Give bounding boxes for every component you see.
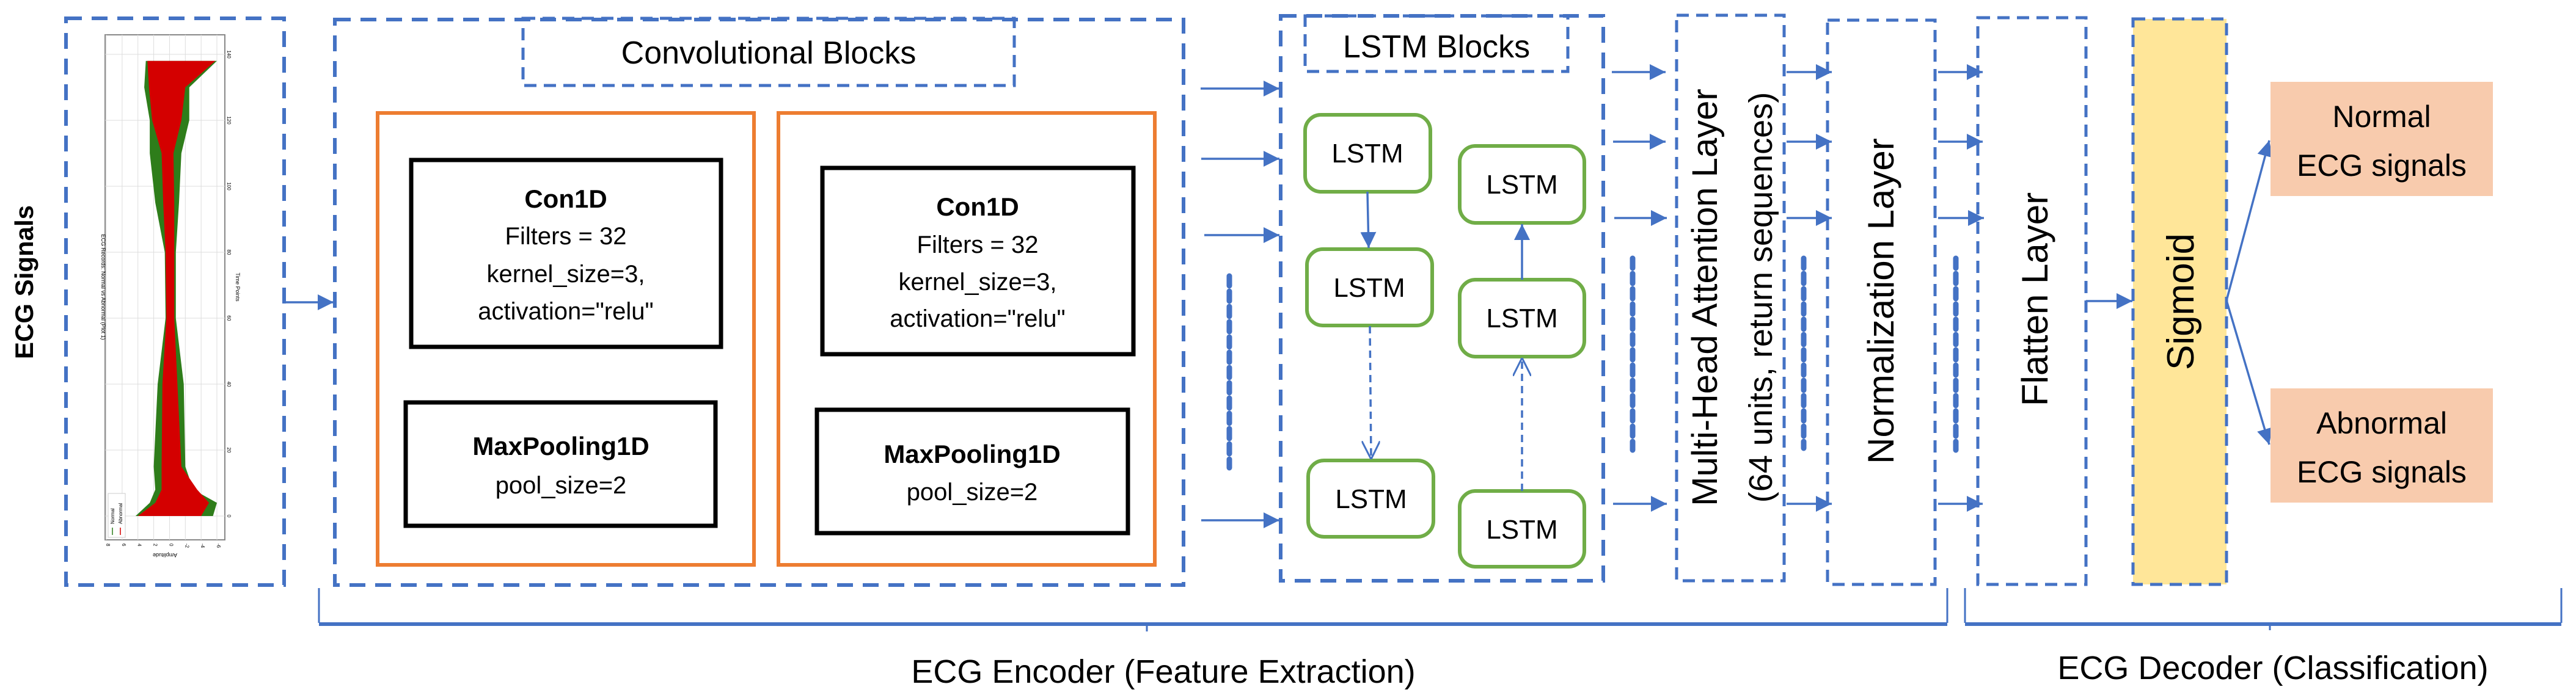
attention-layer-box xyxy=(1675,13,1786,583)
conv-blocks-title: Convolutional Blocks xyxy=(621,35,917,71)
sigmoid-label: Sigmoid xyxy=(2160,233,2202,370)
arrow-to-abnormal xyxy=(2225,300,2273,445)
lstm-cell: LSTM xyxy=(1458,144,1586,225)
con1d-activation: activation="relu" xyxy=(890,305,1065,332)
plot-legend: Normal Abnormal xyxy=(108,493,126,538)
lstm-blocks-title-box xyxy=(1303,14,1570,73)
flatten-layer-label: Flatten Layer xyxy=(2014,192,2055,406)
amplitude-tick-label: -4 xyxy=(200,543,205,548)
lstm-cell: LSTM xyxy=(1458,278,1586,358)
maxpool-size: pool_size=2 xyxy=(907,479,1038,506)
lstm-cell-label: LSTM xyxy=(1335,484,1407,514)
lstm-cell-label: LSTM xyxy=(1333,273,1405,303)
amplitude-tick-label: 0 xyxy=(168,543,174,547)
lstm-cell: LSTM xyxy=(1458,489,1586,569)
arrows-norm-to-flatten xyxy=(1938,64,1984,512)
conv-blocks-title-box xyxy=(521,16,1016,87)
lstm-cell: LSTM xyxy=(1306,459,1435,539)
encoder-brace xyxy=(318,588,1948,631)
con1d-kernel: kernel_size=3, xyxy=(486,261,645,288)
maxpool-title: MaxPooling1D xyxy=(472,432,649,460)
arrows-lstm-to-attention xyxy=(1612,64,1667,512)
legend-abnormal: Abnormal xyxy=(118,503,123,524)
maxpool-title: MaxPooling1D xyxy=(884,440,1060,468)
time-tick-label: 40 xyxy=(226,382,232,387)
conv-block-1: Con1D Filters = 32 kernel_size=3, activa… xyxy=(376,111,756,567)
time-tick-label: 100 xyxy=(226,182,232,191)
amplitude-tick-label: -2 xyxy=(184,543,189,548)
output-normal-line1: Normal xyxy=(2332,100,2431,134)
amplitude-tick-label: 8 xyxy=(105,543,111,547)
normalization-layer-label: Normalization Layer xyxy=(1861,138,1901,464)
output-abnormal-line1: Abnormal xyxy=(2316,406,2447,440)
con1d-title: Con1D xyxy=(524,184,607,213)
output-abnormal: Abnormal ECG signals xyxy=(2270,388,2493,503)
attention-layer-label: Multi-Head Attention Layer xyxy=(1685,89,1725,506)
amplitude-tick-label: 6 xyxy=(121,543,126,547)
lstm-cell-label: LSTM xyxy=(1486,304,1557,333)
normalization-layer-box xyxy=(1826,18,1937,586)
con1d-filters: Filters = 32 xyxy=(505,223,627,250)
ecg-signals-label: ECG Signals xyxy=(10,205,38,359)
con1d-filters: Filters = 32 xyxy=(917,231,1039,258)
encoder-label: ECG Encoder (Feature Extraction) xyxy=(911,653,1415,690)
arrows-attention-to-norm xyxy=(1787,64,1832,512)
con1d-activation: activation="relu" xyxy=(478,298,653,325)
con1d-box xyxy=(409,158,723,349)
maxpool-box xyxy=(403,400,718,528)
output-normal: Normal ECG signals xyxy=(2270,82,2493,196)
maxpool-size: pool_size=2 xyxy=(496,472,627,499)
abnormal-signal-band xyxy=(137,60,216,517)
con1d-box xyxy=(820,165,1136,357)
amplitude-tick-label: 2 xyxy=(153,543,158,547)
sigmoid-box xyxy=(2131,17,2228,586)
arrow-to-normal xyxy=(2225,140,2273,301)
lstm-cell-label: LSTM xyxy=(1486,170,1557,200)
lstm-cell: LSTM xyxy=(1303,113,1432,194)
decoder-label: ECG Decoder (Classification) xyxy=(2057,650,2488,686)
legend-normal: Normal xyxy=(110,508,115,524)
lstm-cell-label: LSTM xyxy=(1486,515,1557,545)
lstm-cell: LSTM xyxy=(1305,247,1434,327)
time-tick-label: 140 xyxy=(226,50,232,59)
amplitude-tick-label: 4 xyxy=(137,543,142,547)
normal-signal-band xyxy=(135,60,218,517)
arrows-conv-to-lstm xyxy=(1201,81,1279,528)
output-normal-line2: ECG signals xyxy=(2297,148,2467,183)
amplitude-tick-label: -6 xyxy=(216,543,221,548)
plot-xlabel: Time Points xyxy=(235,272,241,302)
time-tick-label: 60 xyxy=(226,316,232,321)
time-tick-label: 80 xyxy=(226,250,232,255)
lstm-blocks-title: LSTM Blocks xyxy=(1343,29,1530,65)
conv-block-2: Con1D Filters = 32 kernel_size=3, activa… xyxy=(777,111,1157,567)
attention-layer-params: (64 units, return sequences) xyxy=(1743,92,1779,503)
time-tick-label: 0 xyxy=(226,515,232,518)
lstm-cell-label: LSTM xyxy=(1331,139,1403,169)
con1d-title: Con1D xyxy=(936,192,1019,221)
lstm-dashed-arrow xyxy=(1370,325,1371,459)
plot-ylabel: Amplitude xyxy=(153,552,177,558)
lstm-arrow xyxy=(1360,191,1377,249)
con1d-kernel: kernel_size=3, xyxy=(898,269,1056,296)
ecg-input-box xyxy=(64,16,286,587)
output-abnormal-line2: ECG signals xyxy=(2297,455,2467,489)
decoder-brace xyxy=(1964,588,2563,630)
time-tick-label: 120 xyxy=(226,116,232,125)
plot-title: ECG Records: Normal vs Abnormal (Plot 1) xyxy=(100,234,106,340)
time-tick-label: 20 xyxy=(226,448,232,453)
maxpool-box xyxy=(814,407,1130,536)
ecg-plot: ECG Records: Normal vs Abnormal (Plot 1)… xyxy=(100,34,241,558)
